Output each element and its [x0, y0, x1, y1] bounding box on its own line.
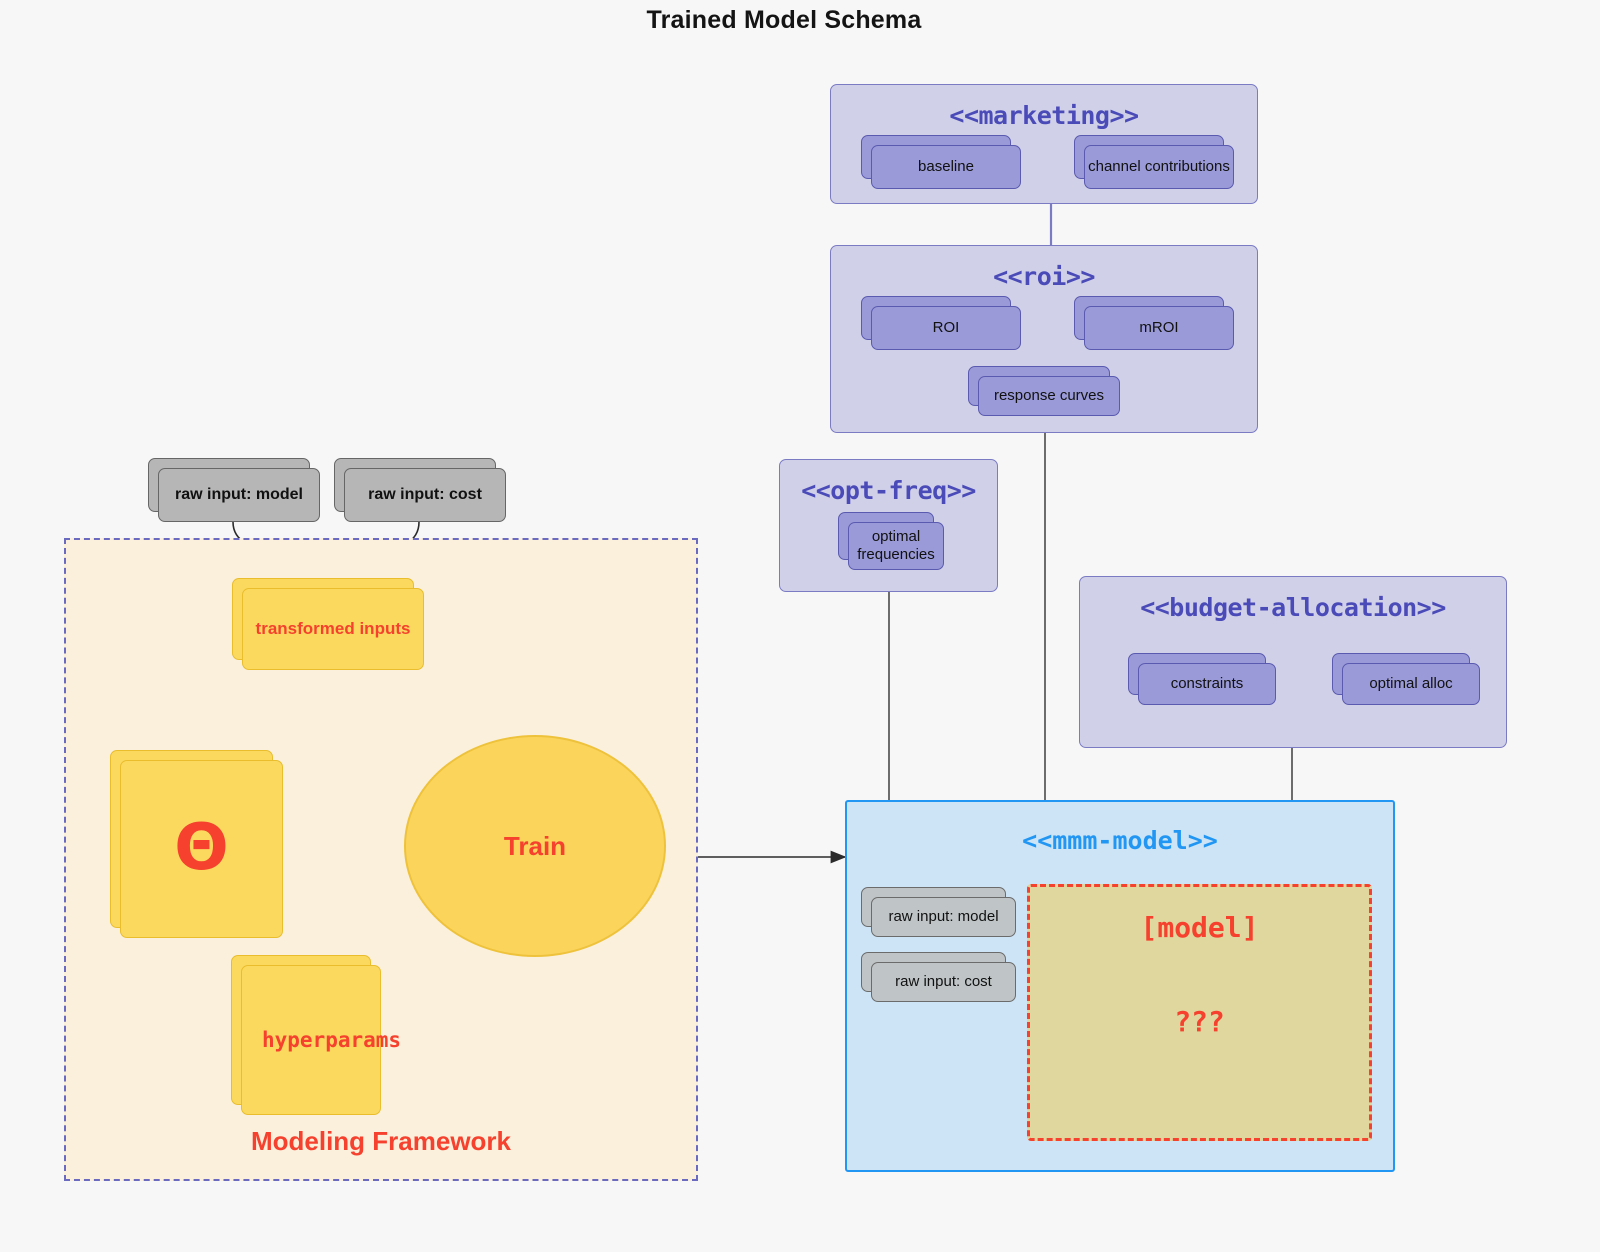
card-raw-input-model[interactable]: raw input: model: [861, 887, 1016, 937]
card-label-line2: frequencies: [857, 546, 935, 563]
card-optimal-alloc[interactable]: optimal alloc: [1332, 653, 1480, 705]
train-node[interactable]: Train: [404, 735, 666, 957]
card-label: ROI: [871, 306, 1021, 350]
model-placeholder-label: [model]: [1140, 911, 1259, 944]
page-title: Trained Model Schema: [646, 6, 922, 34]
card-mroi[interactable]: mROI: [1074, 296, 1234, 350]
group-marketing[interactable]: <<marketing>> baseline channel contribut…: [830, 84, 1258, 204]
group-budget-allocation[interactable]: <<budget-allocation>> constraints optima…: [1079, 576, 1507, 748]
model-placeholder-box[interactable]: [model] ???: [1027, 884, 1372, 1141]
card-raw-input-cost[interactable]: raw input: cost: [861, 952, 1016, 1002]
card-transformed-inputs[interactable]: transformed inputs: [232, 578, 424, 670]
card-label: constraints: [1138, 663, 1276, 705]
card-label: optimal frequencies: [848, 522, 944, 570]
modeling-framework-label: Modeling Framework: [250, 1126, 512, 1156]
theta-symbol: Θ: [174, 811, 229, 886]
card-raw-input-cost-source[interactable]: raw input: cost: [334, 458, 506, 522]
card-label: channel contributions: [1084, 145, 1234, 189]
card-label: mROI: [1084, 306, 1234, 350]
card-theta[interactable]: Θ: [110, 750, 283, 938]
card-label: raw input: model: [158, 468, 320, 522]
card-baseline[interactable]: baseline: [861, 135, 1021, 189]
card-roi[interactable]: ROI: [861, 296, 1021, 350]
card-channel-contributions[interactable]: channel contributions: [1074, 135, 1234, 189]
card-raw-input-model-source[interactable]: raw input: model: [148, 458, 320, 522]
group-mmm-model[interactable]: <<mmm-model>> raw input: model raw input…: [845, 800, 1395, 1172]
card-hyperparams[interactable]: hyperparams: [231, 955, 401, 1115]
group-mmm-model-title: <<mmm-model>>: [1022, 826, 1218, 855]
card-label: raw input: model: [871, 897, 1016, 937]
group-roi[interactable]: <<roi>> ROI mROI response curves: [830, 245, 1258, 433]
group-marketing-title: <<marketing>>: [949, 101, 1139, 130]
group-roi-title: <<roi>>: [993, 262, 1095, 291]
card-label: response curves: [978, 376, 1120, 416]
card-label-line1: optimal: [871, 528, 921, 546]
card-label: Θ: [120, 760, 283, 938]
card-label: optimal alloc: [1342, 663, 1480, 705]
group-opt-freq[interactable]: <<opt-freq>> optimal frequencies: [779, 459, 998, 592]
train-label: Train: [503, 830, 567, 861]
card-label: hyperparams: [241, 965, 401, 1115]
group-opt-freq-title: <<opt-freq>>: [801, 476, 976, 505]
card-label: baseline: [871, 145, 1021, 189]
card-label: transformed inputs: [242, 588, 424, 670]
card-optimal-frequencies[interactable]: optimal frequencies: [838, 512, 944, 570]
card-response-curves[interactable]: response curves: [968, 366, 1120, 416]
card-label: raw input: cost: [344, 468, 506, 522]
model-placeholder-question: ???: [1174, 1005, 1225, 1038]
card-label: raw input: cost: [871, 962, 1016, 1002]
group-budget-allocation-title: <<budget-allocation>>: [1140, 593, 1446, 622]
card-constraints[interactable]: constraints: [1128, 653, 1276, 705]
